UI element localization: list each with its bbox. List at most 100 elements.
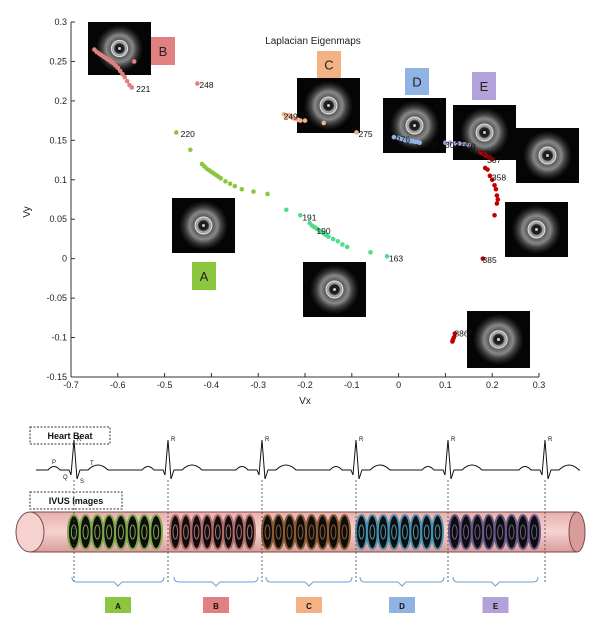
x-tick-label: 0 [396, 380, 401, 390]
ivus-frame-disc [387, 514, 401, 550]
ivus-frame-disc [459, 514, 473, 550]
data-point [492, 212, 497, 218]
segment-tag-box [296, 597, 322, 613]
ivus-frame-lumen [519, 524, 526, 540]
data-point [321, 120, 327, 126]
ivus-thumbnail [88, 22, 151, 75]
data-point [495, 197, 501, 202]
ivus-frame-lumen [423, 524, 430, 540]
ivus-frame-lumen [508, 524, 515, 540]
cluster-tag-c: C [317, 51, 341, 78]
ivus-catheter [545, 153, 550, 158]
ivus-frame-disc [272, 514, 285, 550]
segment-tag-label: D [399, 602, 405, 611]
ivus-frame-lumen [497, 524, 504, 540]
data-point [492, 183, 497, 188]
segment-tag-box [389, 597, 415, 613]
cluster-tag-box [317, 51, 341, 78]
ecg-r-label: R [548, 437, 553, 443]
ivus-frame-lumen [412, 524, 419, 540]
data-point [251, 189, 256, 194]
ivus-frame-disc [102, 514, 116, 550]
y-axis-label: Vy [22, 206, 33, 217]
vessel-front-end [15, 511, 45, 553]
ivus-frame-disc [448, 514, 462, 550]
ivus-frame-disc [222, 514, 235, 550]
ivus-frame-lumen [286, 524, 293, 540]
point-label: 303 [445, 140, 459, 150]
data-point [487, 173, 493, 179]
y-tick-label: -0.15 [46, 372, 67, 382]
data-point [384, 253, 390, 259]
data-point [115, 65, 121, 71]
ivus-frame-lumen [451, 524, 458, 540]
cluster-tag-label: A [200, 269, 209, 284]
data-point [466, 142, 472, 148]
ivus-lumen [475, 123, 494, 142]
segment-tag-box [482, 597, 509, 613]
ivus-frame-disc [232, 514, 246, 550]
data-point [283, 207, 289, 213]
ivus-lumen [194, 216, 213, 235]
ivus-frame-lumen [485, 524, 492, 540]
ivus-frame-lumen [319, 524, 326, 540]
ivus-thumbnail [172, 198, 235, 253]
ivus-lumen [527, 220, 546, 239]
ivus-lumen [405, 116, 424, 135]
ivus-frame-disc [482, 514, 496, 550]
ivus-frame-lumen [129, 524, 136, 540]
data-point [302, 118, 308, 123]
point-label: 190 [316, 226, 330, 236]
ivus-frame-disc [355, 514, 368, 550]
segment-tag-label: E [493, 602, 499, 611]
data-point [461, 141, 467, 147]
cluster-tag-label: C [324, 58, 333, 73]
ivus-lumen [319, 96, 338, 115]
ivus-thumbnails [88, 22, 579, 368]
ivus-frame-disc [420, 514, 434, 550]
ecg-wave-label: S [80, 479, 84, 485]
ivus-frame-disc [200, 514, 214, 550]
ivus-frame-disc [409, 514, 423, 550]
cluster-tag-d: D [405, 68, 429, 95]
point-label: 385 [483, 255, 497, 265]
ivus-frame-lumen [141, 524, 148, 540]
ivus-frame-lumen [358, 524, 365, 540]
y-tick-label: 0 [62, 254, 67, 264]
point-label: 275 [358, 129, 372, 139]
cluster-tag-box [151, 37, 175, 65]
ivus-frame-disc [90, 514, 105, 550]
ivus-frame-lumen [402, 524, 408, 540]
point-label: 249 [284, 112, 298, 122]
ivus-frame-disc [211, 514, 225, 550]
segment-tag-box [203, 597, 229, 613]
data-point [494, 201, 500, 206]
data-point [227, 181, 233, 187]
ivus-catheter [201, 223, 206, 228]
ivus-frame-disc [376, 514, 390, 550]
ivus-frame-disc [431, 514, 444, 550]
data-point [494, 193, 500, 198]
segment-tag-label: C [306, 602, 312, 611]
ivus-frame-lumen [106, 524, 113, 540]
ecg-r-label: R [451, 437, 456, 443]
point-label: 221 [136, 84, 150, 94]
segment-tag-box [105, 597, 131, 613]
ivus-frame-lumen [204, 524, 211, 540]
x-tick-label: -0.2 [297, 380, 313, 390]
data-point [452, 331, 458, 336]
y-tick-label: -0.1 [51, 333, 67, 343]
ivus-frame-lumen [236, 524, 242, 540]
y-tick-label: 0.2 [54, 96, 67, 106]
ivus-frame-disc [504, 514, 519, 550]
ivus-frame-disc [149, 514, 163, 550]
scatter-chart: Laplacian Eigenmaps Vx Vy -0.7-0.6-0.5-0… [22, 17, 579, 407]
ivus-frame-lumen [172, 524, 179, 540]
x-tick-label: -0.4 [204, 380, 220, 390]
ivus-lumen [489, 330, 508, 349]
data-point [330, 236, 336, 242]
